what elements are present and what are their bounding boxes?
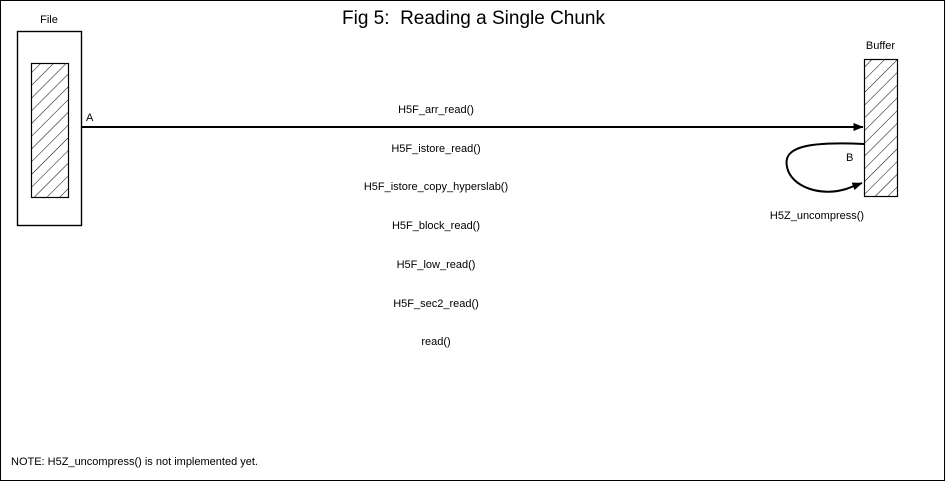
file-box-label: File <box>40 14 58 26</box>
call-stack-item: H5F_block_read() <box>391 220 481 233</box>
arrow-b-label: B <box>846 152 854 164</box>
buffer-box-hatched <box>863 58 899 198</box>
call-stack-item: read() <box>421 336 451 349</box>
call-stack-item: H5F_low_read() <box>396 258 476 271</box>
call-stack-item: H5F_istore_copy_hyperslab() <box>363 181 509 194</box>
uncompress-caption: H5Z_uncompress() <box>769 210 865 222</box>
arrow-b-loop <box>785 142 865 193</box>
arrow-a-label: A <box>86 112 94 124</box>
call-stack-item: H5F_arr_read() <box>398 104 474 117</box>
call-stack-list: H5F_arr_read() H5F_istore_read() H5F_ist… <box>336 82 536 376</box>
call-stack-item: H5F_sec2_read() <box>393 297 479 310</box>
file-chunk-hatched <box>30 62 70 199</box>
call-stack-item: H5F_istore_read() <box>391 142 481 155</box>
figure-note: NOTE: H5Z_uncompress() is not implemente… <box>11 456 258 468</box>
page-title: Fig 5: Reading a Single Chunk <box>342 8 605 29</box>
buffer-box-label: Buffer <box>865 40 896 52</box>
